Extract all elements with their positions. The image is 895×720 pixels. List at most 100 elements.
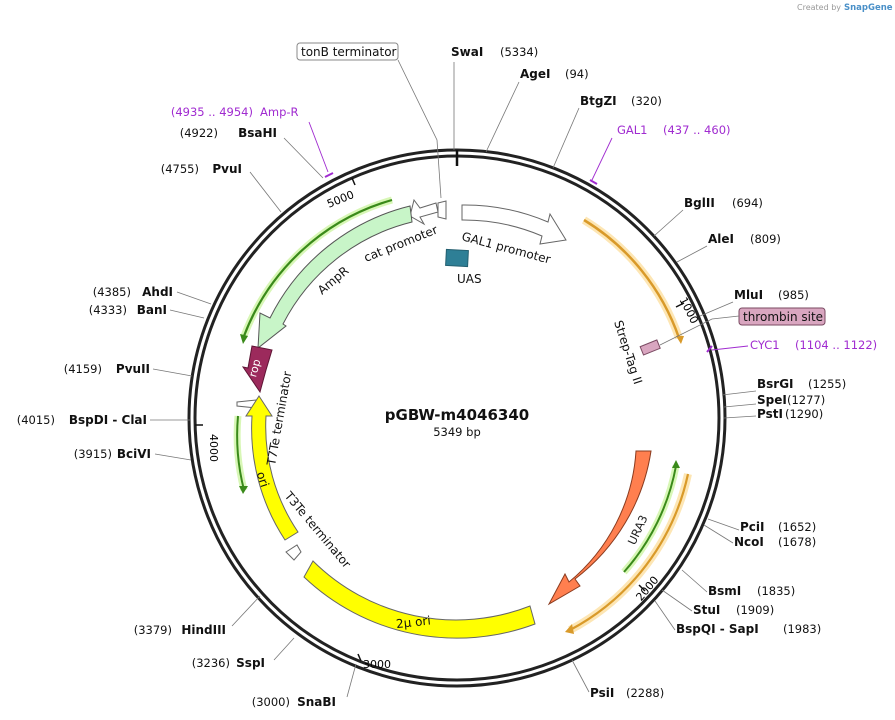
site-name: BsrGI — [757, 377, 794, 391]
primer-range: (4935 .. 4954) — [171, 105, 253, 119]
primer-name: Amp-R — [260, 105, 299, 119]
site-position: (2288) — [626, 686, 664, 700]
plasmid-size: 5349 bp — [433, 425, 481, 439]
uas-box — [445, 248, 469, 268]
site-leader — [676, 245, 708, 263]
tick-3000 — [357, 653, 362, 662]
site-position: (4755) — [161, 162, 199, 176]
feature-label-t7te: T7Te terminator — [264, 370, 295, 467]
site-leader — [273, 637, 295, 661]
site-name: MluI — [734, 288, 763, 302]
site-position: (4922) — [180, 126, 218, 140]
ura3-inner-head — [672, 460, 680, 468]
tick-1000 — [675, 302, 685, 308]
site-position: (1909) — [736, 603, 774, 617]
site-name: BsaHI — [238, 126, 277, 140]
site-position: (1983) — [783, 622, 821, 636]
site-leader — [154, 453, 192, 461]
site-name: BspQI - SapI — [676, 622, 759, 636]
site-leader — [654, 600, 676, 631]
restriction-site-labels: SwaI(5334)AgeI(94)BtgZI(320)BglII(694)Al… — [17, 45, 847, 709]
site-leader — [723, 403, 757, 408]
thrombin-label-box — [738, 307, 826, 326]
primer-gal1-mark — [589, 179, 598, 185]
site-leader — [707, 518, 740, 531]
site-name: PvuII — [116, 362, 150, 376]
ura3-arrow — [547, 450, 652, 606]
site-name: PvuI — [212, 162, 242, 176]
site-leader — [723, 415, 757, 419]
t3te-terminator-glyph — [285, 544, 302, 561]
site-position: (4159) — [64, 362, 102, 376]
feature-label-uas: UAS — [457, 272, 482, 286]
site-leader — [249, 171, 282, 213]
site-name: AhdI — [142, 285, 173, 299]
tonb-leader — [397, 59, 442, 199]
outer-orange-line — [569, 473, 690, 631]
site-name: AgeI — [520, 67, 550, 81]
site-position: (4333) — [89, 303, 127, 317]
site-position: (1290) — [785, 407, 823, 421]
feature-label-rop: rop — [246, 358, 263, 379]
site-position: (3379) — [134, 623, 172, 637]
ampr-outer-head — [240, 334, 248, 344]
site-name: BtgZI — [580, 94, 617, 108]
site-name: NcoI — [734, 535, 764, 549]
site-position: (3915) — [74, 447, 112, 461]
site-leader — [176, 291, 212, 305]
ori-outer-head — [239, 486, 248, 494]
site-leader — [699, 301, 734, 317]
snapgene-logo: SnapGene — [844, 3, 893, 13]
two-micron-ori-arc — [303, 560, 536, 639]
tick-label-5000: 5000 — [325, 188, 356, 211]
site-leader — [485, 81, 520, 153]
site-position: (1678) — [778, 535, 816, 549]
site-leader — [571, 659, 590, 693]
site-position: (3236) — [192, 656, 230, 670]
site-position: (1835) — [757, 584, 795, 598]
site-leader — [653, 209, 684, 237]
site-leader — [661, 589, 693, 612]
ori-outer-line — [236, 415, 245, 491]
primer-leader — [591, 137, 613, 181]
tick-5000 — [351, 177, 356, 186]
site-position: (3000) — [252, 695, 290, 709]
site-name: BsmI — [708, 584, 741, 598]
site-position: (694) — [732, 196, 763, 210]
primer-cyc1-mark — [706, 345, 713, 353]
tonb-terminator-glyph — [437, 200, 447, 220]
site-leader — [283, 137, 324, 179]
gal1-promoter-arrow — [461, 204, 567, 245]
site-position: (320) — [631, 94, 662, 108]
site-name: BglII — [684, 196, 715, 210]
site-position: (809) — [750, 232, 781, 246]
strep-tag-glow — [581, 216, 683, 340]
site-leader — [152, 368, 193, 377]
site-name: SspI — [236, 656, 265, 670]
cat-promoter-arrow — [409, 198, 439, 226]
primer-range: (437 .. 460) — [663, 123, 731, 137]
site-position: (985) — [778, 288, 809, 302]
feature-label-ori: ori — [254, 470, 272, 489]
thrombin-leader — [659, 315, 740, 346]
site-position: (94) — [565, 67, 589, 81]
site-name: PstI — [757, 407, 783, 421]
site-name: PciI — [740, 520, 765, 534]
feature-label-strep-tag: Strep-Tag II — [611, 319, 645, 387]
site-leader — [169, 309, 205, 319]
feature-label-2mu-ori: 2μ ori — [395, 614, 431, 632]
plasmid-name: pGBW-m4046340 — [385, 406, 529, 424]
primer-leader — [711, 345, 749, 351]
rop-arrow — [241, 345, 273, 394]
site-position: (5334) — [500, 45, 538, 59]
site-name: BspDI - ClaI — [69, 413, 147, 427]
site-position: (1277) — [787, 393, 825, 407]
thrombin-site-glyph — [639, 339, 661, 356]
site-name: SpeI — [757, 393, 787, 407]
strep-tag-head — [676, 336, 684, 344]
site-position: (1652) — [778, 520, 816, 534]
tick-2000 — [638, 584, 646, 592]
site-position: (4015) — [17, 413, 55, 427]
primer-ampr-mark — [324, 172, 334, 178]
